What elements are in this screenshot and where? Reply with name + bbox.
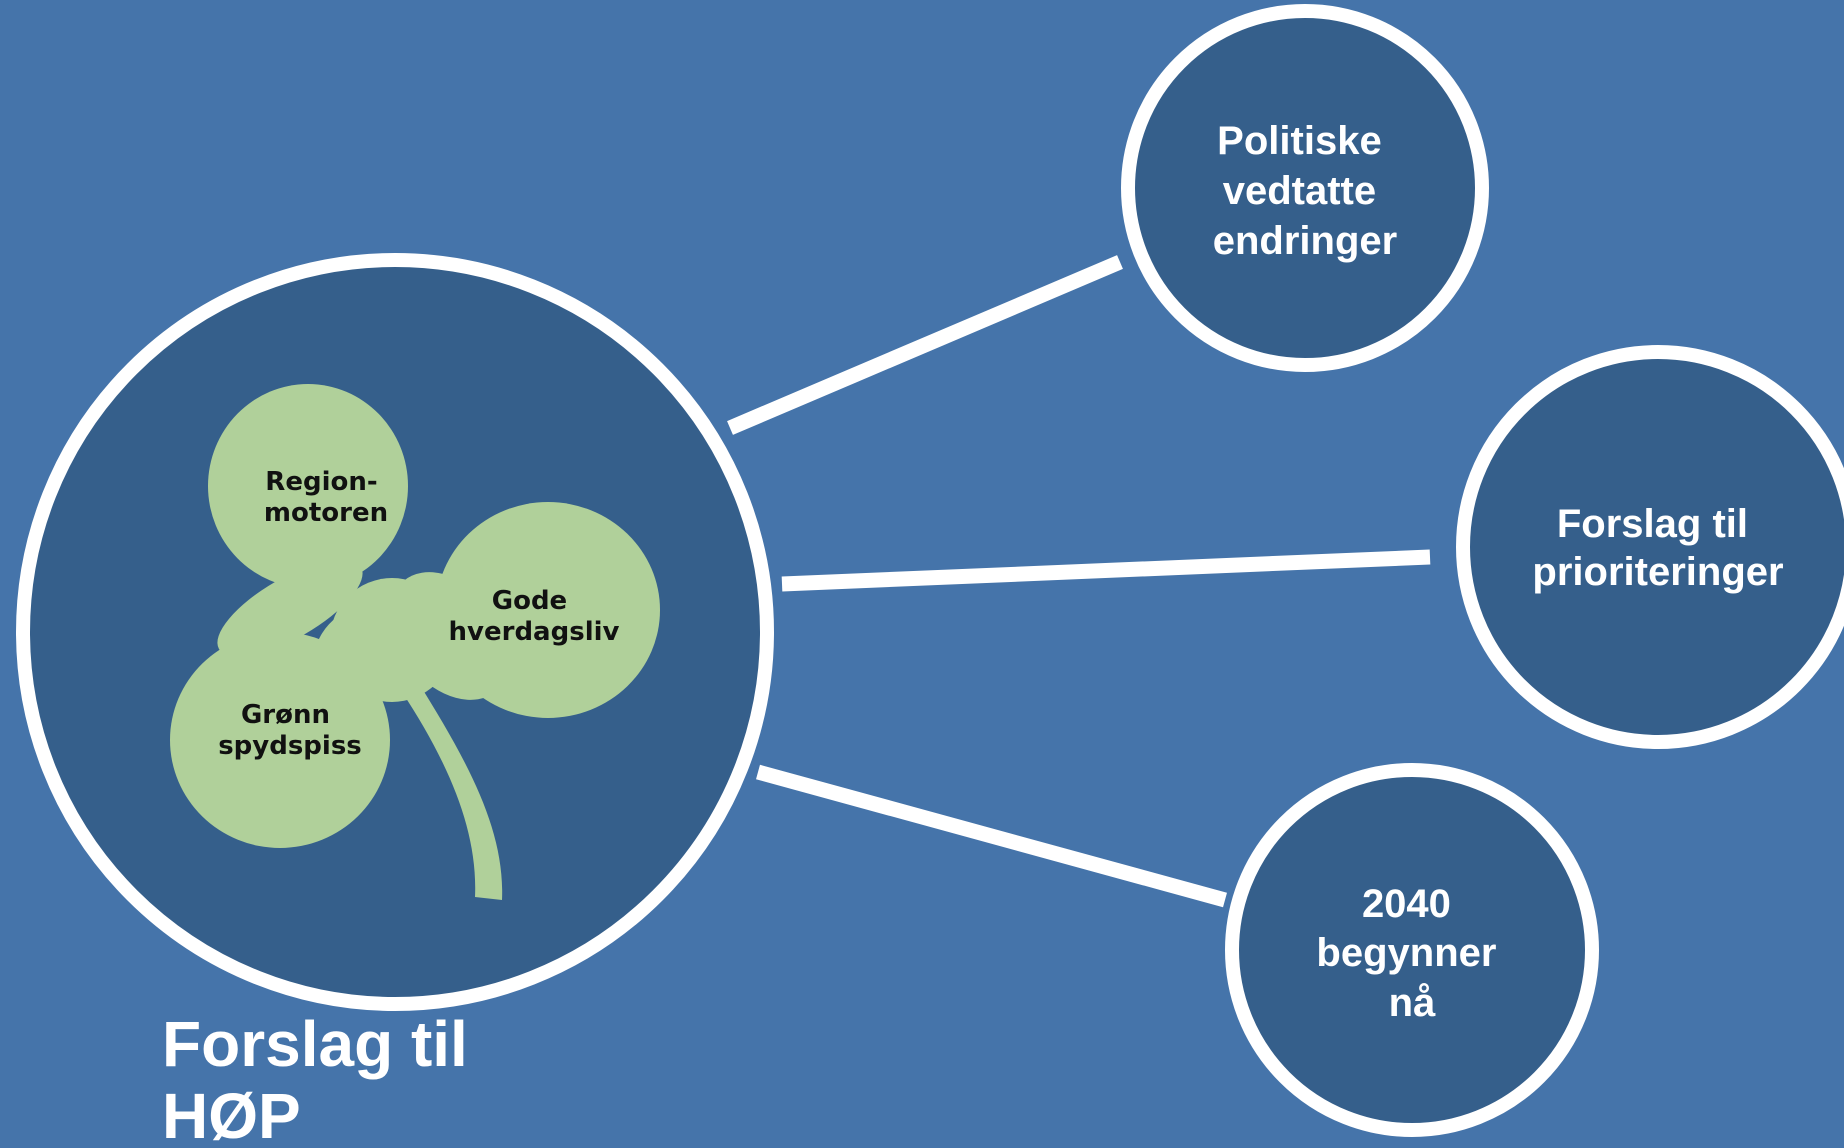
clover-center bbox=[330, 578, 454, 702]
clover-label-region: Region- motoren bbox=[264, 467, 388, 528]
connector-2040 bbox=[756, 764, 1227, 908]
clover-stem bbox=[402, 682, 503, 900]
node-2040-label: 2040 begynner nå bbox=[1316, 882, 1507, 1025]
clover-label-hverdagsliv: Gode hverdagsliv bbox=[449, 586, 620, 647]
clover-icon: Region- motoren Gode hverdagsliv Grønn s… bbox=[170, 384, 660, 900]
main-title-line-1: Forslag til bbox=[162, 1008, 468, 1080]
node-politiske: Politiske vedtatte endringer bbox=[1121, 4, 1489, 372]
connector-politiske bbox=[727, 255, 1123, 435]
main-title-line-2: HØP bbox=[162, 1080, 301, 1148]
clover-label-spydspiss: Grønn spydspiss bbox=[218, 700, 362, 761]
node-2040: 2040 begynner nå bbox=[1225, 763, 1599, 1137]
main-title: Forslag til HØP bbox=[162, 1008, 468, 1148]
clover-leaf-region bbox=[208, 384, 408, 588]
node-politiske-label: Politiske vedtatte endringer bbox=[1213, 119, 1397, 263]
node-prioriteringer-label: Forslag til prioriteringer bbox=[1532, 502, 1783, 594]
connector-prioriteringer bbox=[781, 549, 1431, 592]
node-prioriteringer: Forslag til prioriteringer bbox=[1456, 345, 1844, 749]
